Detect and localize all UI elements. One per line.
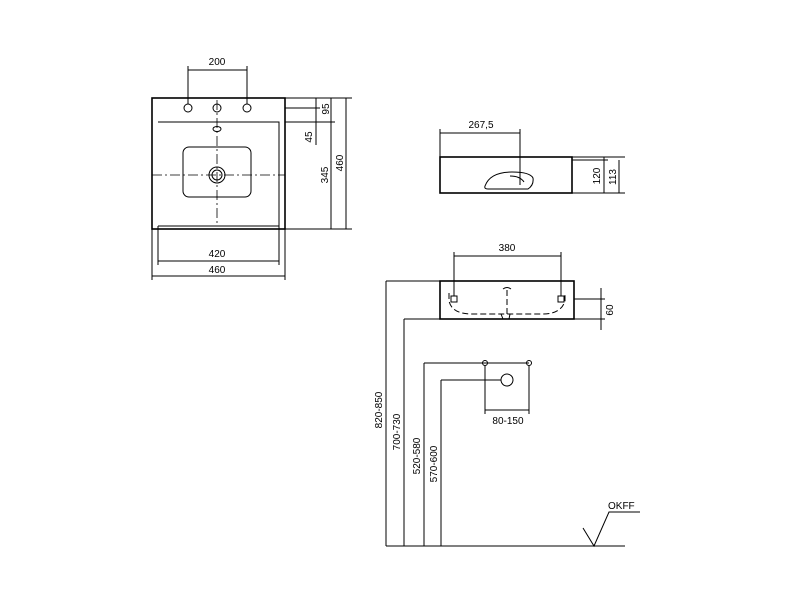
dim-inner-width: 420 <box>209 249 226 260</box>
dim-waste-spacing: 80-150 <box>492 416 524 427</box>
waste-outlet <box>500 373 514 387</box>
tap-hole-center <box>212 103 222 113</box>
basin-outline-side <box>439 156 573 194</box>
floor-marker <box>582 511 640 548</box>
tap-hole-left <box>183 103 193 113</box>
bracket-left <box>450 295 458 303</box>
top-view: 200 95 45 345 460 420 460 <box>151 57 352 280</box>
height-basin-top: 820-850 <box>374 391 385 428</box>
overflow-hole <box>212 126 222 132</box>
basin-outline-front <box>439 280 575 320</box>
dim-bowl-depth: 345 <box>320 166 331 183</box>
dim-bracket-height: 60 <box>605 304 616 316</box>
basin-inner-edge <box>158 121 280 227</box>
height-water-supply: 520-580 <box>412 437 423 474</box>
dim-total-width: 460 <box>209 265 226 276</box>
dim-overflow: 45 <box>304 131 315 143</box>
dim-total-depth: 460 <box>335 154 346 171</box>
floor-label: OKFF <box>608 501 635 512</box>
basin-outline-top <box>151 97 286 230</box>
dim-hole-spacing: 380 <box>499 243 516 254</box>
tap-hole-right <box>242 103 252 113</box>
side-view: 267,5 120 113 <box>439 120 625 194</box>
height-waste: 570-600 <box>429 445 440 482</box>
side-bowl-profile <box>484 171 534 190</box>
dim-drain-offset: 267,5 <box>468 120 493 131</box>
dim-tap-spacing: 200 <box>209 57 226 68</box>
dim-height-inner: 113 <box>608 169 619 185</box>
dim-height-outer: 120 <box>592 167 603 184</box>
bracket-right <box>557 295 565 303</box>
dim-back-edge: 95 <box>321 103 332 115</box>
front-view: 380 60 80-150 820-850 700-730 520-580 57… <box>374 243 640 548</box>
height-basin-bottom: 700-730 <box>392 413 403 450</box>
